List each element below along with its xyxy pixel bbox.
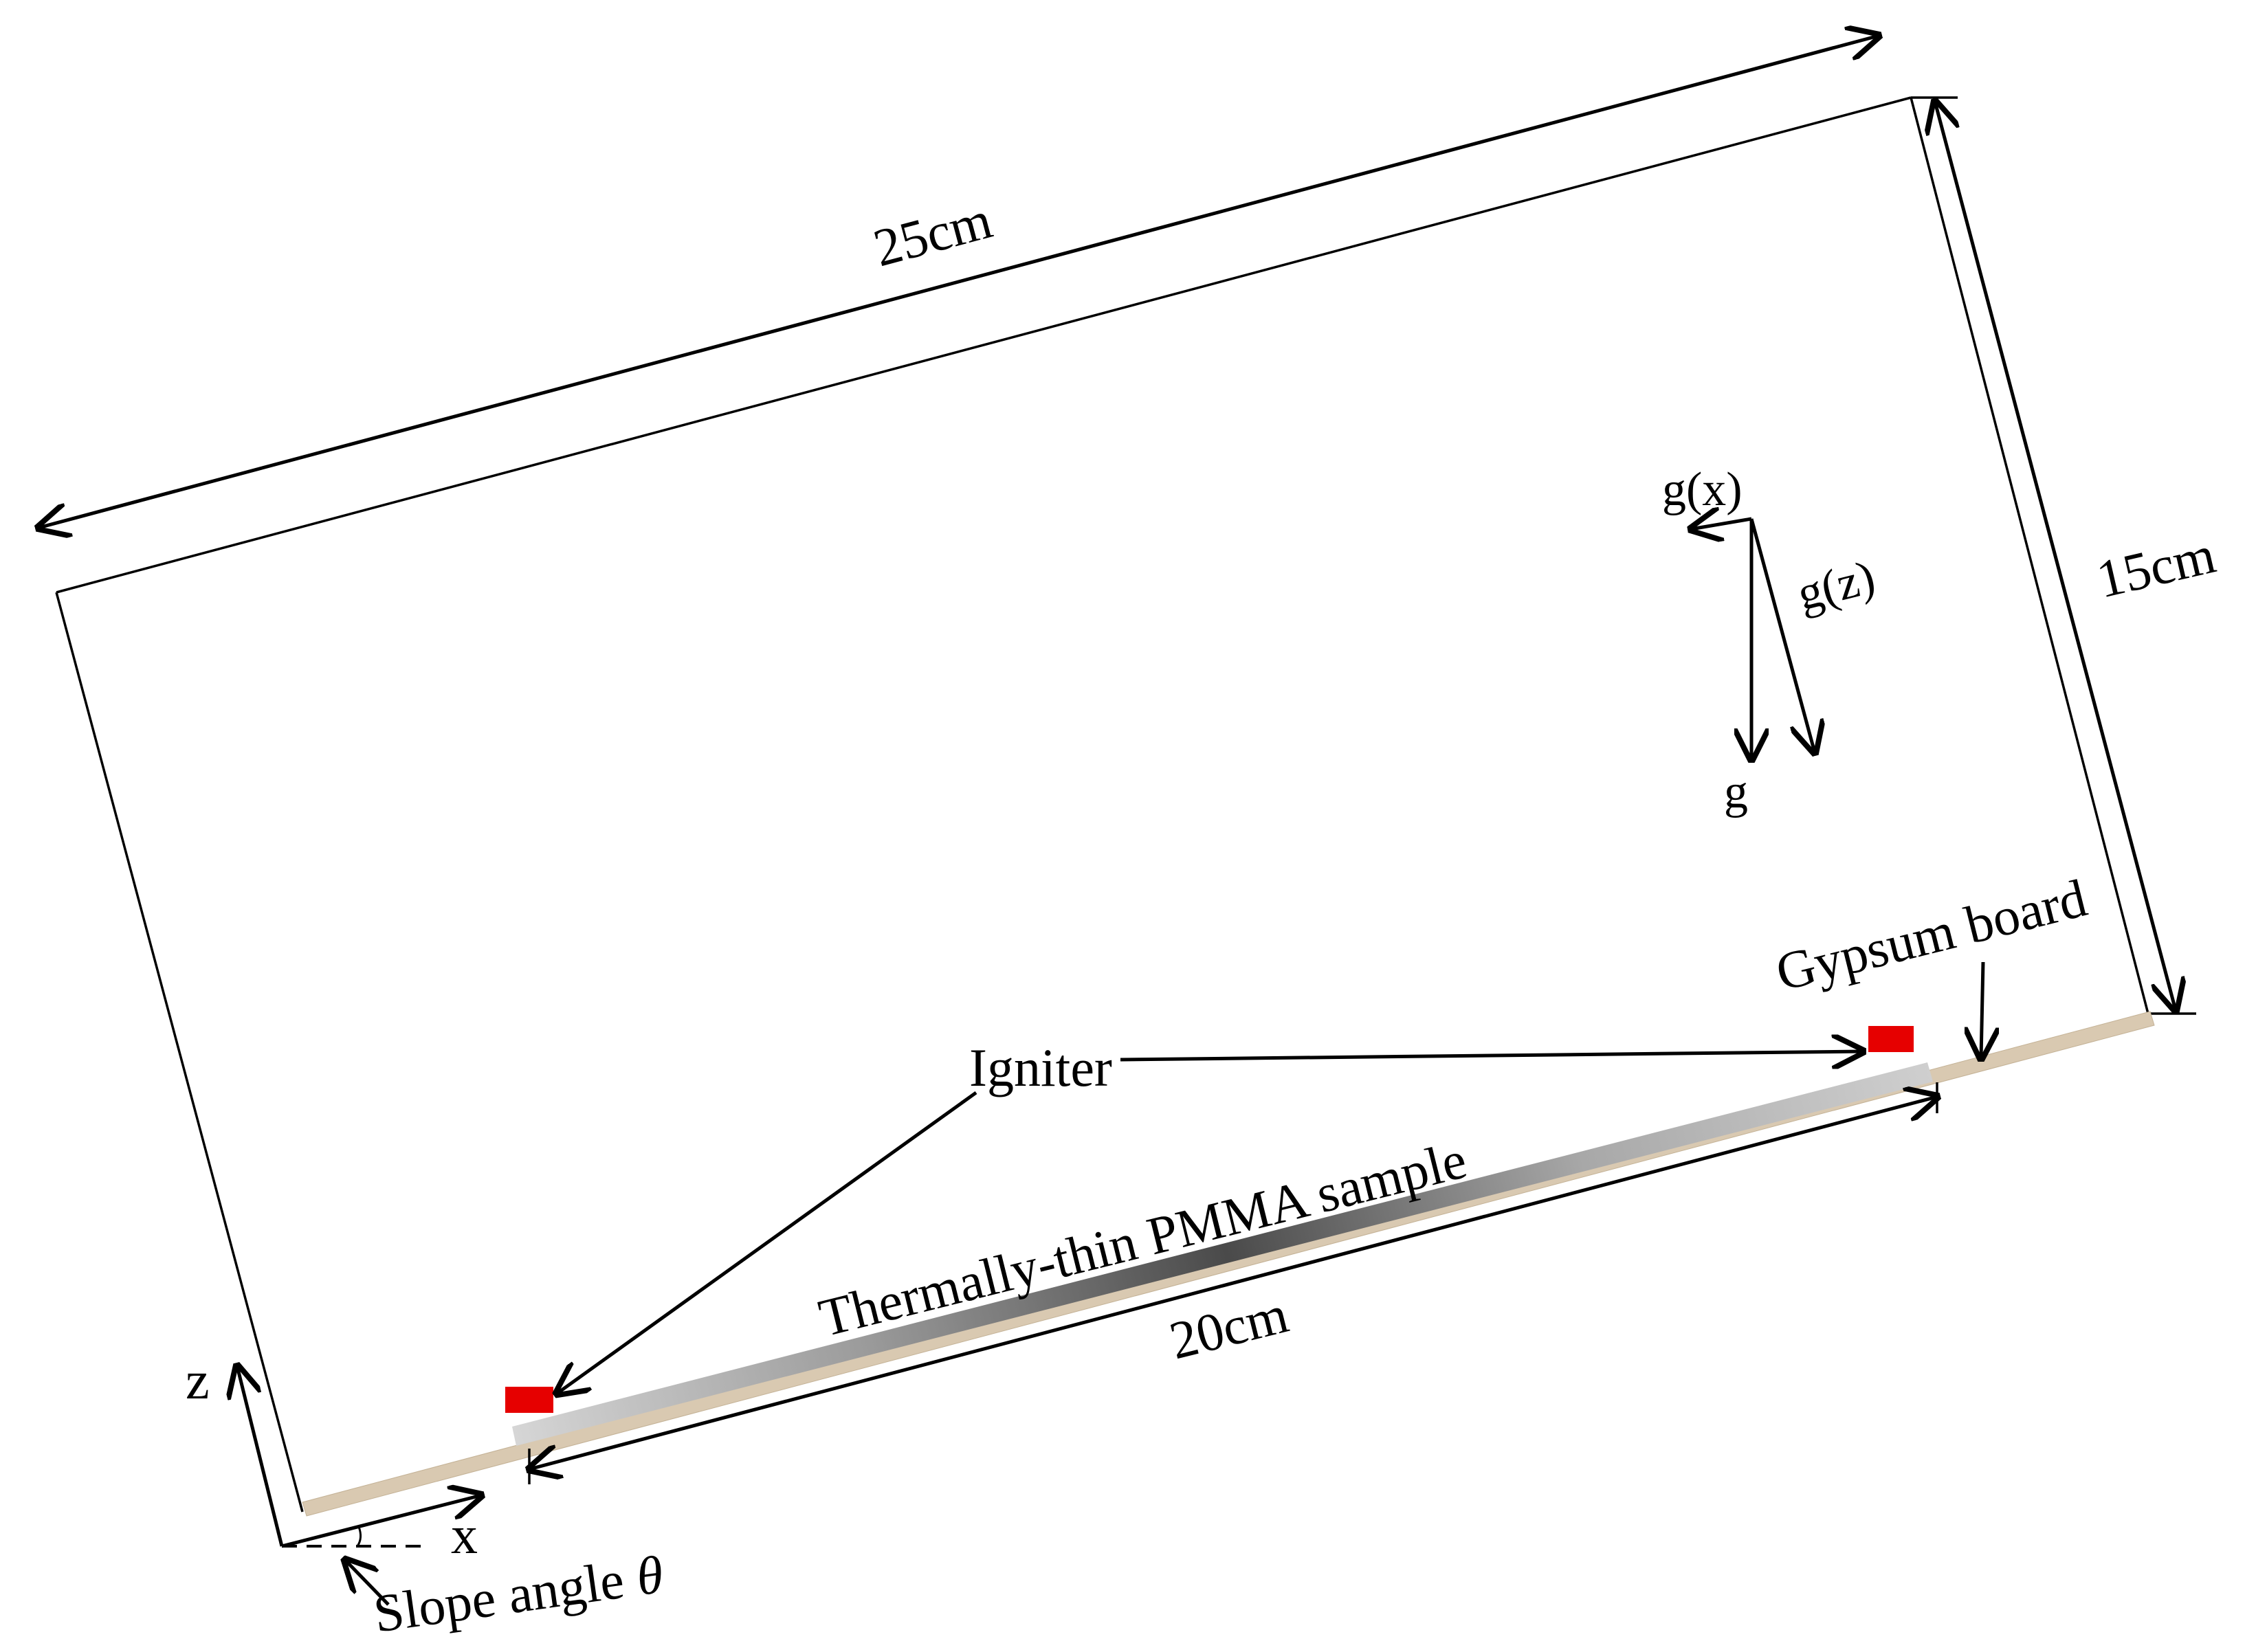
domain-outline [55,96,2196,1513]
pmma-sample-strip [512,1062,1933,1446]
slope-angle-pointer [345,1560,390,1606]
axis-z-label: z [186,1350,210,1410]
gravity-vectors [1691,519,1815,759]
gravity-label: g [1724,766,1748,818]
pmma-sample-label: Thermally-thin PMMA sample [813,1129,1472,1348]
axis-x-label: x [451,1505,478,1565]
gypsum-board-pointer [1981,961,1983,1058]
igniter-pointer-right [1120,1051,1863,1060]
sample-length-dimension-arrow [529,1097,1937,1469]
igniter-right [1868,1026,1914,1052]
gravity-x-label: g(x) [1662,463,1743,516]
width-dimension-label: 25cm [867,190,998,278]
coordinate-axes [237,1366,481,1548]
width-dimension-arrow [38,36,1879,528]
igniter-pointer-left [557,1091,977,1394]
igniter-left [505,1387,553,1413]
height-dimension-label: 15cm [2091,524,2220,610]
gravity-z-label: g(z) [1792,551,1880,621]
gypsum-board-label: Gypsum board [1770,867,2092,1002]
igniter-label: Igniter [969,1038,1112,1097]
height-dimension-arrow [1935,102,2176,1010]
slope-angle-text: Slope angle [370,1548,641,1644]
slope-angle-label: Slope angle θ [370,1544,667,1644]
